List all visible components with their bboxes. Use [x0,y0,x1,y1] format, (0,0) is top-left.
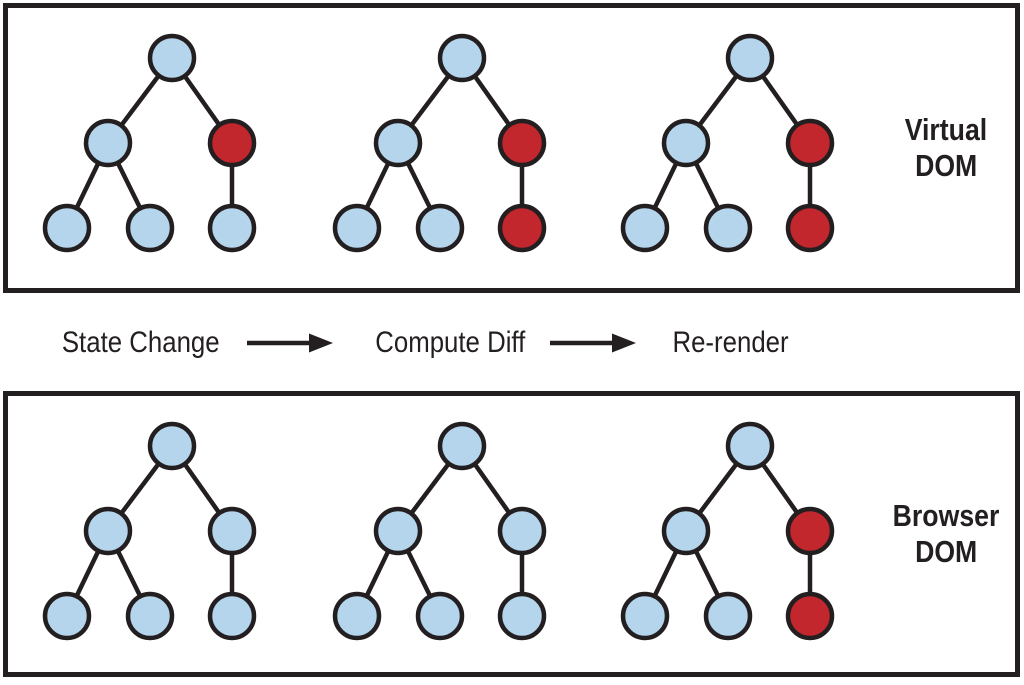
arrow-right-icon [550,333,636,353]
tree-node-blue [83,506,133,556]
browser-dom-label-line2: DOM [914,534,978,569]
virtual-dom-label-line1: Virtual [904,112,988,147]
browser-dom-label-line1: Browser [892,498,1000,533]
virtual-dom-label: Virtual DOM [866,112,1024,184]
tree-node-blue [332,203,382,253]
virtual-dom-label-line2: DOM [914,148,978,183]
browser-dom-label: Browser DOM [866,498,1024,570]
tree-node-red [497,203,547,253]
tree-node-blue [125,203,175,253]
flow-step-compute-diff: Compute Diff [374,326,526,359]
tree-node-blue [207,506,257,556]
virtual-dom-panel: Virtual DOM [3,3,1020,293]
tree-node-red [785,591,835,641]
tree-node-blue [147,33,197,83]
tree-node-blue [620,591,670,641]
tree-node-blue [207,591,257,641]
tree-node-red [785,203,835,253]
tree-node-blue [332,591,382,641]
browser-dom-panel: Browser DOM [3,391,1020,677]
tree-node-blue [497,506,547,556]
tree-node-blue [661,506,711,556]
tree-node-red [785,118,835,168]
tree-node-blue [42,591,92,641]
tree-node-blue [725,33,775,83]
tree-node-blue [373,118,423,168]
tree-node-blue [661,118,711,168]
tree-node-blue [83,118,133,168]
tree-node-blue [415,591,465,641]
tree-node-red [497,118,547,168]
tree-node-blue [703,591,753,641]
tree-node-blue [207,203,257,253]
tree-node-red [207,118,257,168]
tree-node-blue [703,203,753,253]
tree-node-blue [437,33,487,83]
virtual-dom-trees [42,33,835,253]
flow-step-state-change: State Change [62,326,220,359]
tree-node-blue [415,203,465,253]
tree-node-red [785,506,835,556]
tree-node-blue [497,591,547,641]
tree-node-blue [147,421,197,471]
tree-node-blue [620,203,670,253]
tree-node-blue [725,421,775,471]
tree-node-blue [42,203,92,253]
arrow-right-icon [247,333,333,353]
flow-step-re-render: Re-render [672,326,790,359]
tree-node-blue [125,591,175,641]
tree-node-blue [437,421,487,471]
tree-node-blue [373,506,423,556]
browser-dom-trees [42,421,835,641]
